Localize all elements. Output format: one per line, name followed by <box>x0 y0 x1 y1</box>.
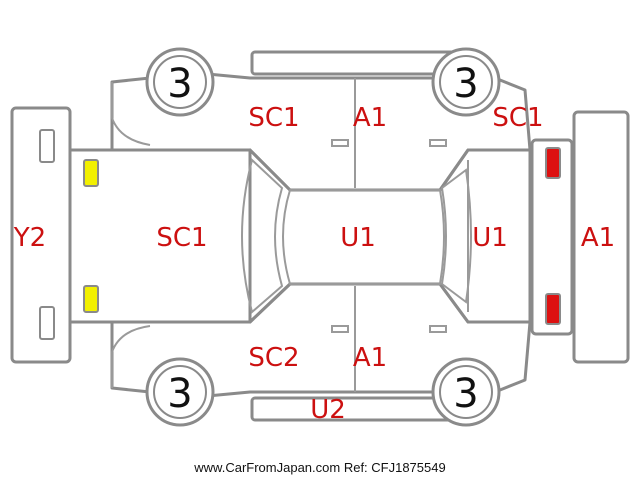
front-grille-panel <box>530 138 574 336</box>
rear-lamp-top <box>83 159 99 187</box>
code-roof: U1 <box>340 223 376 253</box>
wheel-rear-top-count: 3 <box>167 61 192 107</box>
front-lamp-top <box>545 147 561 179</box>
wheel-rear-top: 3 <box>145 47 215 117</box>
code-front-bumper: A1 <box>581 223 615 253</box>
wheel-front-top-count: 3 <box>453 61 478 107</box>
footer-watermark: www.CarFromJapan.com Ref: CFJ1875549 <box>193 460 445 475</box>
code-rear-door-bottom: SC2 <box>248 343 299 373</box>
wheel-front-bottom: 3 <box>431 357 501 427</box>
rear-reflector-bottom <box>39 306 55 340</box>
wheel-front-bottom-count: 3 <box>453 371 478 417</box>
front-lamp-bottom <box>545 293 561 325</box>
rear-reflector-top <box>39 129 55 163</box>
code-front-fender-top: SC1 <box>492 103 543 133</box>
code-rear-bumper: Y2 <box>13 223 46 253</box>
bottom-sill <box>250 396 456 422</box>
wheel-rear-bottom-count: 3 <box>167 371 192 417</box>
code-rear-door-top: SC1 <box>248 103 299 133</box>
front-bumper-panel <box>572 110 630 364</box>
top-view-body <box>68 148 532 324</box>
wheel-front-top: 3 <box>431 47 501 117</box>
code-front-door-top: A1 <box>353 103 387 133</box>
code-front-door-bottom: A1 <box>353 343 387 373</box>
rear-bumper-panel <box>10 106 72 364</box>
wheel-rear-bottom: 3 <box>145 357 215 427</box>
code-trunk: SC1 <box>156 223 207 253</box>
rear-lamp-bottom <box>83 285 99 313</box>
top-sill <box>250 50 456 76</box>
code-side-sill-bottom: U2 <box>310 395 346 425</box>
code-bonnet: U1 <box>472 223 508 253</box>
